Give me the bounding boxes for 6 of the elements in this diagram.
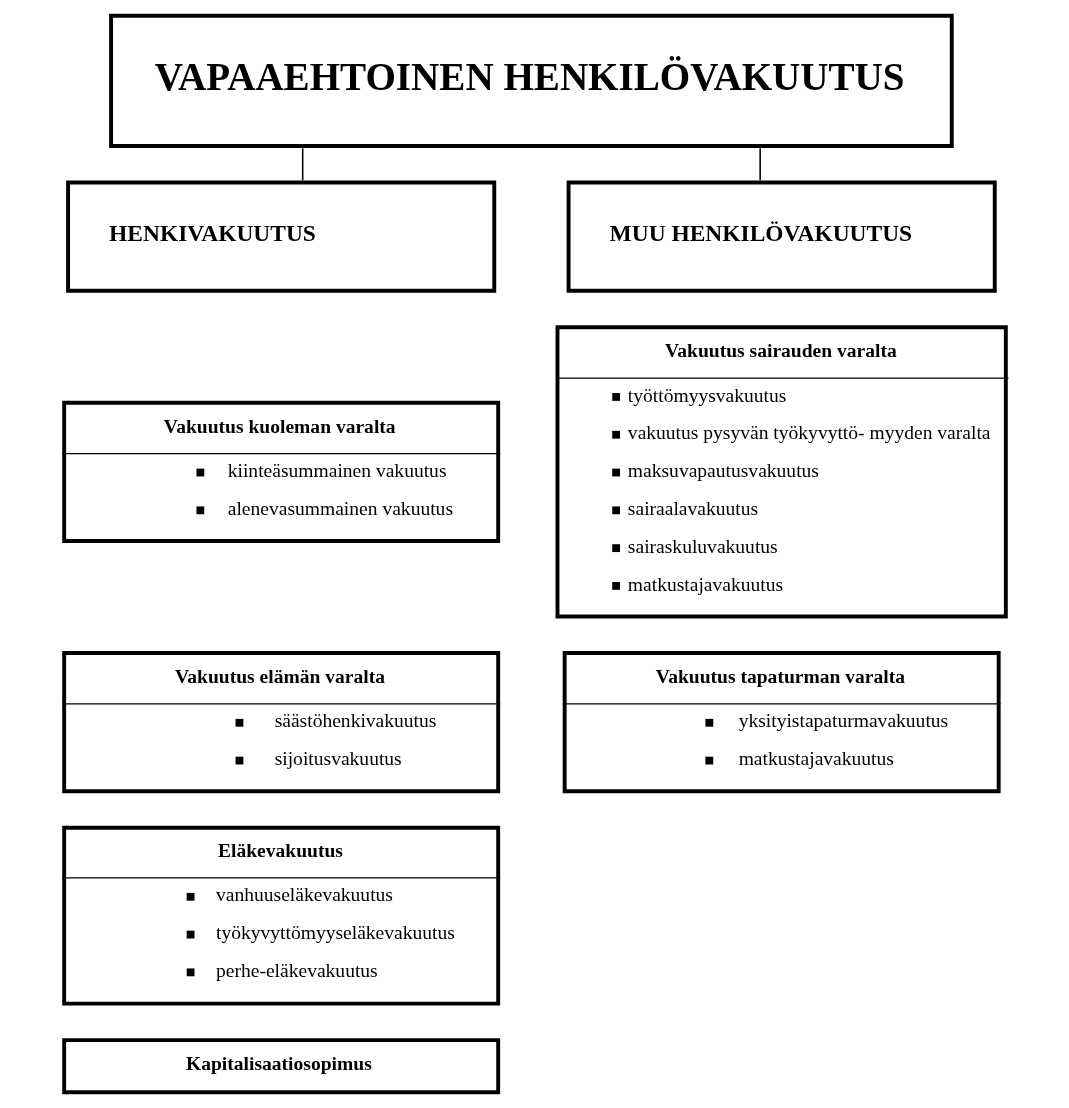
connector (301, 147, 303, 182)
node-box: Kapitalisaatiosopimus (61, 1038, 500, 1095)
node-box: MUU HENKILÖVAKUUTUS (566, 180, 997, 293)
connector (758, 147, 761, 182)
node-box: VAPAAEHTOINEN HENKILÖVAKUUTUS (108, 13, 954, 148)
node-box: HENKIVAKUUTUS (65, 180, 496, 293)
